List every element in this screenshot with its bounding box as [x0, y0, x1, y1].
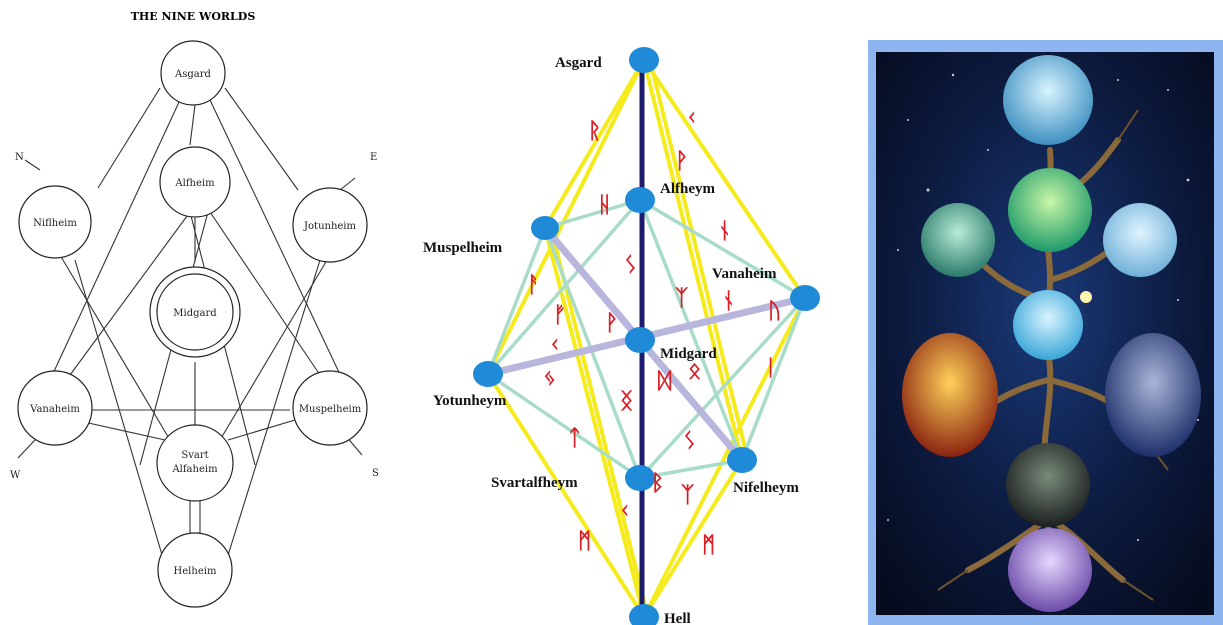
- muspelheim-label: Muspelheim: [299, 404, 362, 415]
- svartalfheim-sphere: [1006, 443, 1090, 527]
- inner-green-lines: [486, 198, 807, 480]
- rune-glyph: ᚲ: [685, 106, 698, 131]
- rune-glyph: ᛗ: [578, 529, 591, 554]
- rune-glyph: ᛏ: [568, 426, 581, 451]
- rune-glyph: ᚢ: [768, 299, 781, 324]
- rune-glyph: ᛞ: [658, 369, 672, 394]
- midgard-label: Midgard: [173, 308, 217, 319]
- asgard-sphere: [1003, 55, 1093, 145]
- north-label: N: [15, 152, 24, 163]
- rune-glyph: ᚠ: [553, 303, 566, 328]
- alfheim-label: Alfheim: [174, 178, 215, 189]
- yggdrasil-painting-icon: [868, 40, 1223, 625]
- vanaheim-circle: [17, 370, 93, 446]
- niflheim-sphere: [1105, 333, 1201, 457]
- south-label: S: [372, 468, 379, 479]
- vanaheim-node: [790, 285, 820, 311]
- rune-glyph: ᛁ: [764, 356, 777, 381]
- diagram-title: THE NINE WORLDS: [131, 10, 256, 23]
- muspelheim-node: [531, 216, 559, 240]
- muspelheim-graph-label: Muspelheim: [423, 240, 503, 256]
- alfaheim-label: Alfaheim: [171, 464, 218, 475]
- yotunheym-graph-label: Yotunheym: [433, 393, 507, 409]
- rune-glyph: ᚲ: [618, 499, 631, 524]
- rune-glyph: ᚾ: [722, 289, 735, 314]
- rune-glyph: ᛗ: [702, 533, 715, 558]
- rune-glyph: ᚲ: [548, 333, 561, 358]
- rune-glyph: ᚹ: [605, 311, 618, 336]
- muspelheim-sphere: [902, 333, 998, 457]
- nifelheym-node: [727, 447, 757, 473]
- rune-glyph: ᛃ: [543, 366, 556, 391]
- svartalfheym-graph-label: Svartalfheym: [491, 475, 578, 491]
- vanaheim-sphere: [921, 203, 995, 277]
- rune-glyph: ᛊ: [624, 253, 637, 278]
- helheim-circle: [157, 532, 233, 608]
- nine-worlds-line-diagram: THE NINE WORLDS Asgard Alfheim Midgard N…: [0, 0, 420, 625]
- east-label: E: [370, 152, 377, 163]
- west-label: W: [10, 470, 21, 481]
- helheim-label: Helheim: [174, 566, 217, 577]
- rune-glyph: ᚾ: [718, 219, 731, 244]
- muspelheim-circle: [292, 370, 368, 446]
- midgard-inner-circle: [156, 273, 234, 351]
- jotunheim-sphere: [1103, 203, 1177, 277]
- svart-label: Svart: [181, 450, 208, 461]
- niflheim-label: Niflheim: [33, 218, 77, 229]
- helheim-sphere: [1008, 528, 1092, 612]
- rune-glyph: ᚨ: [527, 273, 540, 298]
- jotunheim-circle: [292, 187, 368, 263]
- asgard-circle: [160, 40, 226, 106]
- outer-yellow-lines: [486, 58, 807, 619]
- yggdrasil-painting: [868, 0, 1223, 625]
- alfheim-sphere: [1008, 168, 1092, 252]
- asgard-graph-label: Asgard: [555, 55, 602, 71]
- rune-glyph: ᛒ: [651, 471, 664, 496]
- hell-node: [629, 604, 659, 625]
- hell-graph-label: Hell: [664, 611, 691, 625]
- svartalfheym-node: [625, 465, 655, 491]
- sun-icon: [1080, 291, 1092, 303]
- rune-glyph: ᚹ: [675, 149, 688, 174]
- rune-glyph: ᚺ: [598, 193, 611, 218]
- yotunheym-node: [473, 361, 503, 387]
- rune-glyph: ᛉ: [681, 483, 695, 508]
- rune-glyph: ᛉ: [675, 286, 689, 311]
- vanaheim-label: Vanaheim: [29, 404, 80, 415]
- asgard-label: Asgard: [174, 69, 211, 80]
- nifelheym-graph-label: Nifelheym: [733, 480, 799, 496]
- vanaheim-graph-label: Vanaheim: [712, 266, 777, 282]
- alfheym-node: [625, 187, 655, 213]
- niflheim-circle: [18, 185, 92, 259]
- nine-worlds-line-svg: THE NINE WORLDS Asgard Alfheim Midgard N…: [10, 10, 379, 608]
- alfheim-circle: [159, 146, 231, 218]
- asgard-node: [629, 47, 659, 73]
- alfheym-graph-label: Alfheym: [660, 181, 715, 197]
- jotunheim-label: Jotunheim: [303, 221, 356, 232]
- midgard-graph-label: Midgard: [660, 346, 717, 362]
- graph-nodes: [473, 47, 820, 625]
- midgard-node: [625, 327, 655, 353]
- rune-glyph: ᛟ: [688, 359, 701, 384]
- rune-glyph: ᛝ: [620, 389, 633, 414]
- rune-glyph: ᚱ: [588, 119, 601, 144]
- rune-glyph: ᛊ: [683, 429, 696, 454]
- midgard-sphere: [1013, 290, 1083, 360]
- svart-alfaheim-circle: [156, 424, 234, 502]
